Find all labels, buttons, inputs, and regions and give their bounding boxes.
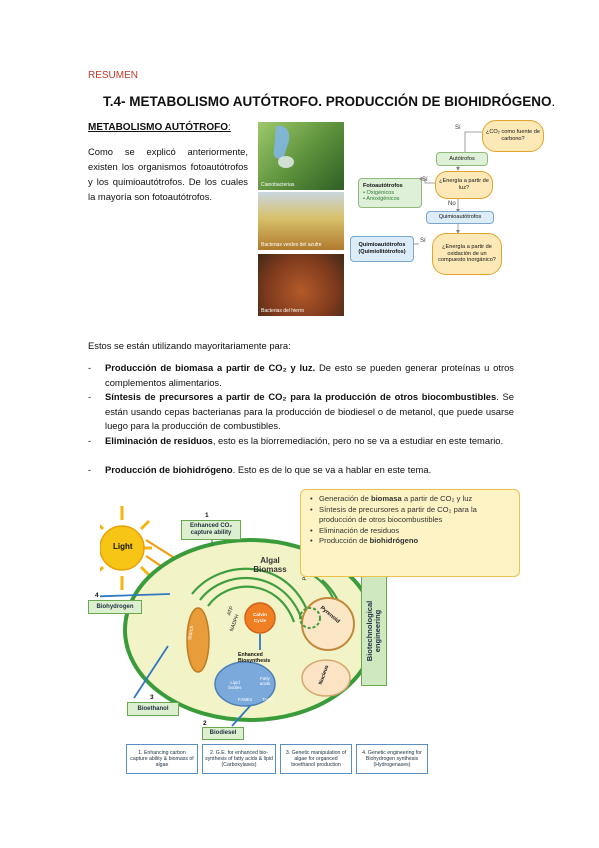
pyrenoid-organelle <box>301 597 355 651</box>
nucleus-organelle <box>301 659 351 697</box>
bullet-dash: - <box>88 435 92 446</box>
bullet-text: . Se están usando cepas bacterianas para… <box>105 391 514 431</box>
enhanced-co2-box: Enhanced CO₂ capture ability <box>181 520 241 540</box>
heading-text: METABOLISMO AUTÓTROFO <box>88 122 228 133</box>
section-heading: METABOLISMO AUTÓTROFO: <box>88 122 231 133</box>
calvin-cycle-icon <box>244 602 276 634</box>
glove-icon <box>273 125 294 168</box>
intro-paragraph: Como se explicó anteriormente, existen l… <box>88 146 248 202</box>
bullet-dash: - <box>88 391 92 402</box>
callout-item: Eliminación de residuos <box>310 526 511 537</box>
summary-callout: Generación de biomasa a partir de CO₂ y … <box>300 489 520 577</box>
arrow-to-bioethanol <box>133 645 169 699</box>
light-label: Light <box>113 542 133 551</box>
chemoautotrophs-box: Quimioautótrofos <box>426 211 494 224</box>
legend-item-4: 4. Genetic engineering for Biohydrogen s… <box>356 744 428 774</box>
biohydrogen-box: Biohydrogen <box>88 600 142 614</box>
arrow-to-biodiesel <box>231 705 251 727</box>
title-period: . <box>551 94 556 109</box>
bullet-bold: Síntesis de precursores a partir de CO₂ … <box>105 391 497 402</box>
enhanced-biosynthesis-label: Enhanced Biosynthesis <box>238 652 271 664</box>
bioethanol-box: Bioethanol <box>127 702 179 716</box>
biodiesel-box: Biodiesel <box>202 727 244 740</box>
bullet-text: , esto es la biorremediación, pero no se… <box>212 435 504 446</box>
bullet-text: De esto se pueden generar proteínas u ot… <box>105 362 514 388</box>
yes-label: Sí <box>455 125 461 131</box>
bullet-bold: Producción de biohidrógeno <box>105 464 233 475</box>
legend-item-1: 1. Enhancing carbon capture ability & bi… <box>126 744 198 774</box>
title-text: T.4- METABOLISMO AUTÓTROFO. PRODUCCIÓN D… <box>103 94 552 109</box>
photo-caption: Bacterias del hierro <box>261 308 305 314</box>
callout-item: Generación de biomasa a partir de CO₂ y … <box>310 494 511 505</box>
step-number: 4 <box>95 592 99 599</box>
algae-cell-diagram <box>100 506 393 727</box>
yes-label: Sí <box>422 177 428 183</box>
heading-colon: : <box>228 122 231 133</box>
biotech-label: Biotechnological engineering <box>365 600 383 662</box>
question-light-energy: ¿Energía a partir de luz? <box>435 171 493 199</box>
callout-item: Producción de biohidrógeno <box>310 536 511 547</box>
callout-item: Síntesis de precursores a partir de CO₂ … <box>310 505 511 526</box>
sun-icon <box>100 506 152 590</box>
yes-label: Sí <box>420 238 426 244</box>
oxygenic-item: • Oxigénicos <box>363 189 395 196</box>
bullet-bold: Producción de biomasa a partir de CO₂ y … <box>105 362 316 373</box>
photoautotrophs-box: Fotoautótrofos • Oxigénicos • Anoxigénic… <box>358 178 422 208</box>
photo-iron-bacteria: Bacterias del hierro <box>258 254 344 316</box>
bullet-bold: Eliminación de residuos <box>105 435 213 446</box>
page-title: T.4- METABOLISMO AUTÓTROFO. PRODUCCIÓN D… <box>103 94 555 109</box>
fames-label: FAMEs <box>238 697 253 702</box>
bullet-dash: - <box>88 362 92 373</box>
question-inorganic-oxidation: ¿Energía a partir de oxidación de un com… <box>432 233 502 275</box>
legend-item-2: 2. G.E. for enhanced bio-synthesis of fa… <box>202 744 276 774</box>
photo-caption: Bacterias verdes del azufre <box>261 242 322 248</box>
fatty-acids-label: Fatty acids <box>259 676 271 686</box>
calvin-cycle-label: Calvin Cycle <box>253 612 267 623</box>
tags-label: TAGs <box>262 697 273 702</box>
biotech-engineering-box: Biotechnological engineering <box>361 576 387 686</box>
legend-item-3: 3. Genetic manipulation of algae for org… <box>280 744 352 774</box>
starch-granule <box>186 607 210 673</box>
bullet-text: . Esto es de lo que se va a hablar en es… <box>232 464 432 475</box>
photo-caption: Cianobacterias <box>261 182 295 188</box>
uses-intro: Estos se están utilizando mayoritariamen… <box>88 340 291 351</box>
photoautotrophs-title: Fotoautótrofos <box>363 183 403 190</box>
step-number: 2 <box>203 720 207 727</box>
photo-cyanobacteria: Cianobacterias <box>258 122 344 190</box>
lipid-bodies <box>214 661 276 707</box>
bullet-dash: - <box>88 464 92 475</box>
arrow-to-biohydrogen <box>100 593 171 598</box>
autotrophs-box: Autótrofos <box>436 152 488 166</box>
photo-green-sulfur-bacteria: Bacterias verdes del azufre <box>258 192 344 250</box>
list-item: - Eliminación de residuos, esto es la bi… <box>88 434 514 449</box>
anoxygenic-item: • Anoxigénicos <box>363 196 400 203</box>
question-co2-carbon-source: ¿CO₂ como fuente de carbono? <box>482 120 544 152</box>
algal-biomass-label: Algal Biomass <box>253 556 287 574</box>
list-item: - Producción de biohidrógeno. Esto es de… <box>88 463 514 478</box>
lipid-bodies-label: Lipid bodies <box>228 680 242 690</box>
no-label: No <box>448 201 456 207</box>
list-item: - Síntesis de precursores a partir de CO… <box>88 390 514 434</box>
step-number: 3 <box>150 694 154 701</box>
chemolithotrophs-box: Quimioautótrofos (Quimiolitótrofos) <box>350 236 414 262</box>
section-label: RESUMEN <box>88 70 139 81</box>
list-item: - Producción de biomasa a partir de CO₂ … <box>88 361 514 390</box>
step-number: 1 <box>205 512 209 519</box>
